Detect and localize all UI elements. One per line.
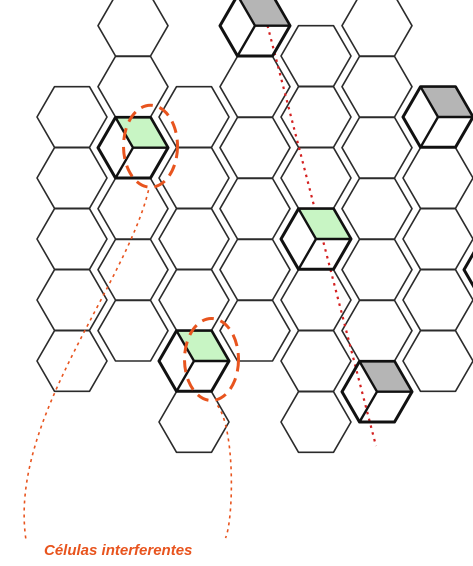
hex-cell xyxy=(97,177,169,240)
hex-cell xyxy=(280,24,352,88)
hex-cell xyxy=(402,207,473,271)
hex-cell xyxy=(219,299,291,362)
interference-annotations xyxy=(23,103,240,541)
sector-divider xyxy=(297,237,318,271)
interference-highlight-ellipse xyxy=(183,317,240,402)
sector-divider xyxy=(175,359,196,393)
shaded-sector xyxy=(238,0,292,27)
pointer-to-lower-interfering-cell xyxy=(216,405,233,539)
sectored-cells xyxy=(96,0,473,424)
sector-divider xyxy=(114,146,135,180)
hex-cell xyxy=(402,268,473,332)
hex-cell xyxy=(97,0,169,57)
sector-divider xyxy=(236,24,257,58)
sectored-cell xyxy=(96,115,170,180)
hex-cell xyxy=(97,238,169,301)
interference-highlight-ellipse xyxy=(122,103,179,189)
hex-cell xyxy=(280,390,352,454)
hex-cell xyxy=(36,268,108,332)
hex-grid xyxy=(36,0,473,454)
hex-cell xyxy=(158,268,230,332)
hex-cell xyxy=(219,116,291,179)
sectored-cell xyxy=(157,329,231,393)
hex-cell xyxy=(97,299,169,362)
hex-cell xyxy=(280,85,352,149)
hex-cell xyxy=(341,238,413,301)
hex-cell xyxy=(341,177,413,240)
interfering-cells-label: Células interferentes xyxy=(44,542,192,559)
hex-cell xyxy=(219,55,291,118)
hex-cell xyxy=(97,55,169,118)
hex-cell xyxy=(36,85,108,149)
shaded-sector xyxy=(419,85,473,119)
hex-cell xyxy=(158,207,230,271)
hex-cell xyxy=(402,146,473,210)
hex-cell xyxy=(158,85,230,149)
pointer-to-upper-interfering-cell xyxy=(23,190,150,541)
hex-cell xyxy=(280,268,352,332)
hex-cell xyxy=(158,146,230,210)
hex-cell xyxy=(36,207,108,271)
sectored-cell xyxy=(279,207,353,271)
hex-cell xyxy=(280,329,352,393)
hex-cell xyxy=(341,55,413,118)
hex-cell xyxy=(280,146,352,210)
interfering-sector xyxy=(297,207,353,241)
hex-cell xyxy=(36,329,108,393)
sectored-cell xyxy=(218,0,292,58)
shaded-sector xyxy=(358,360,414,393)
sector-divider xyxy=(358,390,379,424)
hex-cell xyxy=(402,329,473,393)
interfering-sector xyxy=(114,116,170,149)
hex-cell xyxy=(341,0,413,57)
hex-cell xyxy=(36,146,108,210)
hex-cell xyxy=(219,238,291,301)
sectored-cell xyxy=(340,359,414,424)
hex-cell xyxy=(219,177,291,240)
sectored-cell xyxy=(401,85,473,149)
sectored-cell-outline xyxy=(462,251,473,289)
sector-divider xyxy=(419,115,440,149)
sectored-cell xyxy=(462,251,473,289)
interfering-sector xyxy=(175,329,231,363)
hex-cell xyxy=(341,116,413,179)
hex-cell xyxy=(158,390,230,454)
sectored-cell-outline xyxy=(218,0,292,58)
